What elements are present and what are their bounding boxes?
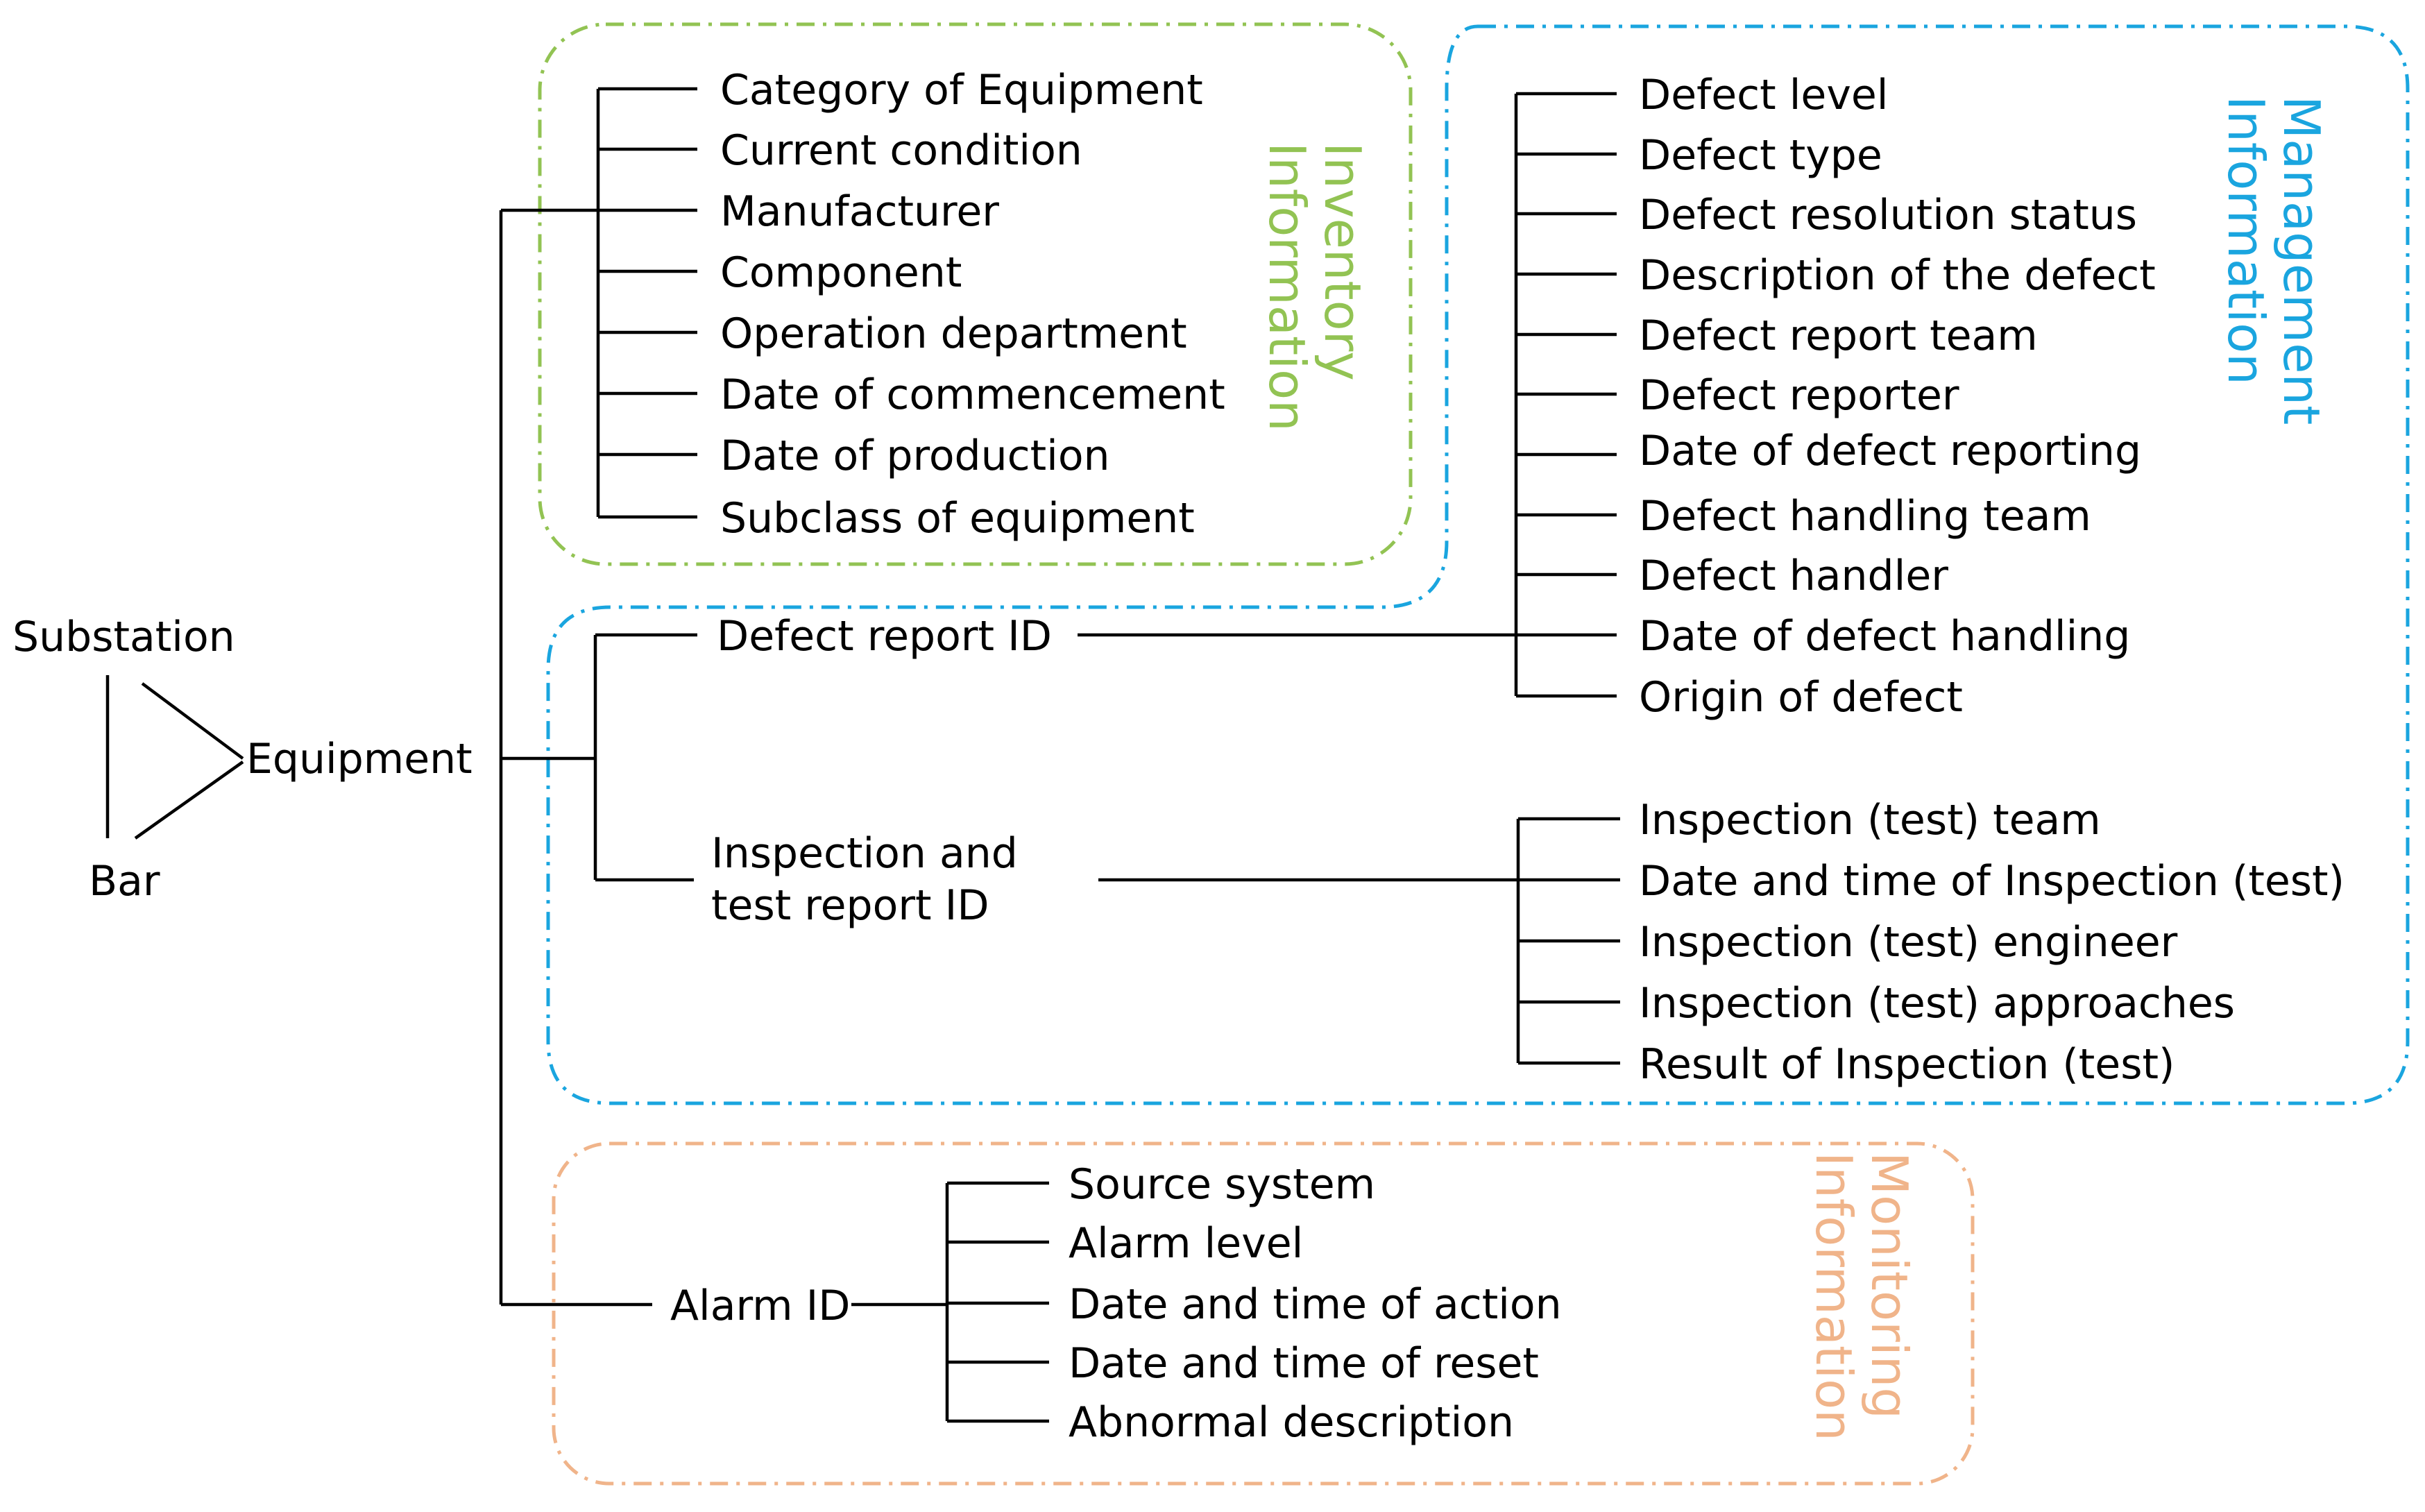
- defect-items: Defect level Defect type Defect resoluti…: [1516, 71, 2156, 722]
- inspection-item: Result of Inspection (test): [1639, 1040, 2175, 1089]
- alarm-item: Date and time of reset: [1069, 1339, 1539, 1388]
- bar-equipment-connector: [134, 761, 244, 840]
- defect-report-id-label: Defect report ID: [717, 612, 1052, 661]
- alarm-id-label: Alarm ID: [670, 1282, 851, 1330]
- inventory-item: Category of Equipment: [720, 66, 1203, 114]
- defect-item: Defect resolution status: [1639, 191, 2137, 239]
- defect-item: Defect report team: [1639, 312, 2038, 360]
- monitoring-title-line2: Information: [1805, 1152, 1863, 1441]
- alarm-item: Alarm level: [1069, 1219, 1303, 1268]
- inventory-item: Current condition: [720, 126, 1082, 175]
- inventory-item: Date of commencement: [720, 371, 1225, 419]
- monitoring-title-line1: Monitoring: [1860, 1152, 1918, 1419]
- defect-item: Description of the defect: [1639, 251, 2156, 300]
- substation-equipment-connector: [141, 682, 244, 760]
- defect-item: Date of defect handling: [1639, 612, 2130, 661]
- substation-label: Substation: [12, 613, 235, 661]
- alarm-item: Date and time of action: [1069, 1280, 1562, 1329]
- management-group-box: [546, 24, 2410, 1105]
- defect-item: Defect level: [1639, 71, 1888, 119]
- defect-item: Defect type: [1639, 131, 1882, 180]
- inventory-item: Component: [720, 248, 962, 297]
- inventory-title-line2: Information: [1258, 142, 1316, 432]
- defect-item: Defect handling team: [1639, 492, 2091, 541]
- defect-item: Date of defect reporting: [1639, 427, 2141, 475]
- inspection-item: Inspection (test) engineer: [1639, 918, 2178, 967]
- management-title: Management Information: [2217, 96, 2331, 425]
- defect-item: Defect reporter: [1639, 371, 1959, 420]
- inspection-item: Date and time of Inspection (test): [1639, 857, 2345, 906]
- inventory-item: Date of production: [720, 432, 1110, 480]
- inspection-item: Inspection (test) approaches: [1639, 979, 2235, 1028]
- inventory-items: Category of Equipment Current condition …: [598, 66, 1225, 543]
- inspection-report-id-label-line2: test report ID: [711, 881, 989, 930]
- alarm-items: Source system Alarm level Date and time …: [947, 1160, 1562, 1447]
- alarm-item: Abnormal description: [1069, 1398, 1514, 1447]
- inspection-report-id-label-line1: Inspection and: [711, 829, 1018, 878]
- inventory-item: Subclass of equipment: [720, 494, 1195, 543]
- monitoring-group-box: [552, 1141, 1975, 1486]
- bar-label: Bar: [89, 857, 160, 906]
- monitoring-title: Monitoring Information: [1805, 1152, 1918, 1441]
- management-title-line1: Management: [2272, 96, 2331, 425]
- inventory-title-line1: Inventory: [1313, 142, 1372, 381]
- inventory-title: Inventory Information: [1258, 142, 1372, 432]
- defect-item: Origin of defect: [1639, 673, 1963, 722]
- inspection-item: Inspection (test) team: [1639, 796, 2101, 844]
- management-title-line2: Information: [2217, 96, 2275, 385]
- inventory-item: Manufacturer: [720, 187, 999, 236]
- equipment-label: Equipment: [246, 735, 473, 783]
- alarm-item: Source system: [1069, 1160, 1375, 1209]
- inspection-items: Inspection (test) team Date and time of …: [1518, 796, 2345, 1089]
- defect-item: Defect handler: [1639, 552, 1948, 600]
- inventory-group-box: [538, 22, 1413, 566]
- inventory-item: Operation department: [720, 309, 1187, 358]
